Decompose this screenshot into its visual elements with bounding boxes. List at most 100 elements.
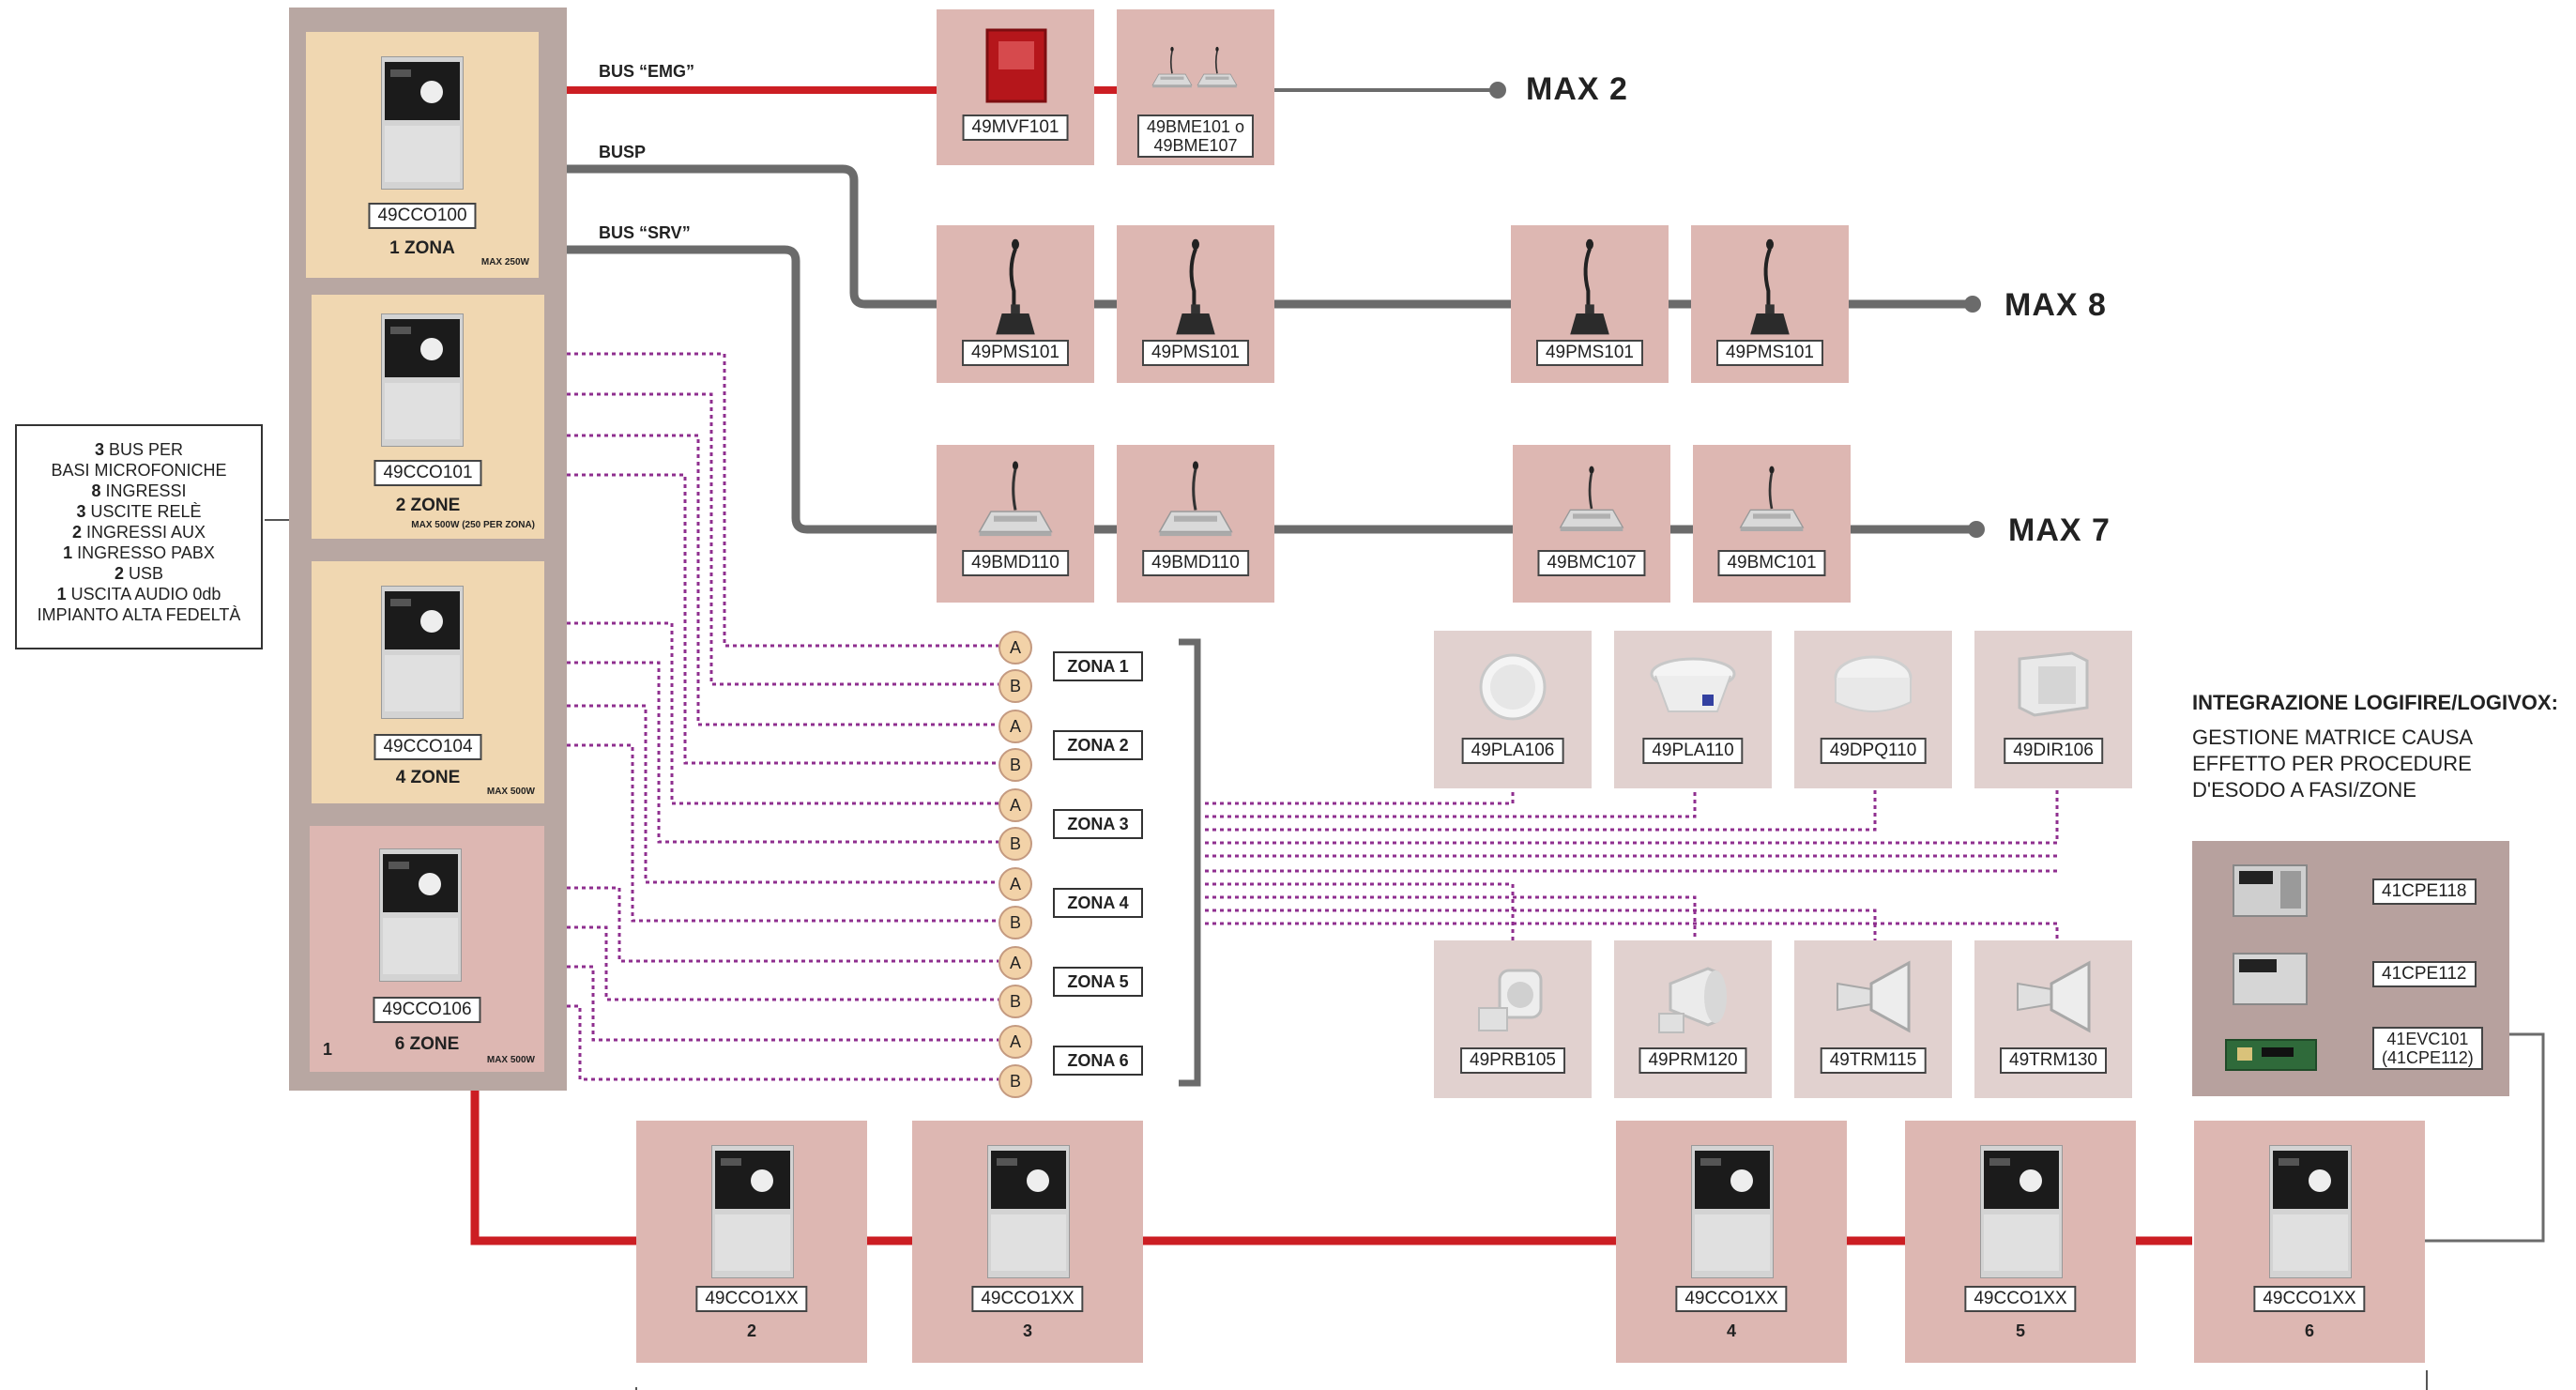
device-code: 49PMS101 — [962, 340, 1069, 366]
terminal-a: A — [998, 631, 1032, 664]
wall-speaker-image — [2016, 651, 2091, 717]
cabinet-image — [711, 1145, 794, 1278]
device-code: 41CPE112 — [2372, 961, 2477, 987]
central-49cco101: 49CCO101 2 ZONE MAX 500W (250 PER ZONA) — [312, 295, 544, 539]
projector-speaker-image — [1471, 952, 1556, 1046]
device-code: 49CCO1XX — [1675, 1286, 1787, 1312]
device-code: 41CPE118 — [2372, 878, 2477, 905]
integration-description: GESTIONE MATRICE CAUSA EFFETTO PER PROCE… — [2192, 725, 2473, 803]
device-code: 49DPQ110 — [1821, 738, 1927, 764]
bus-busp-label: BUSP — [599, 143, 646, 162]
device-code: 49CCO1XX — [695, 1286, 807, 1312]
device-code: 49CCO101 — [373, 460, 481, 486]
horn-speaker-image — [2008, 955, 2098, 1040]
horn-speaker-image — [1828, 955, 1918, 1040]
device-code: 49DIR106 — [2004, 738, 2103, 764]
terminal-a: A — [998, 710, 1032, 743]
terminal-a: A — [998, 867, 1032, 901]
chain-number: 2 — [636, 1321, 867, 1341]
device-49mvf101: 49MVF101 — [937, 9, 1094, 165]
feature-line: 3 BUS PER — [17, 439, 261, 460]
zones-label: 1 ZONA — [306, 238, 539, 259]
device-code: 41EVC101(41CPE112) — [2372, 1027, 2483, 1070]
speaker-49dir106: 49DIR106 — [1974, 631, 2132, 788]
terminal-b: B — [998, 906, 1032, 939]
cabinet-image — [381, 56, 464, 190]
device-code: 49CCO104 — [373, 734, 481, 760]
cabinet-image — [2269, 1145, 2352, 1278]
integration-title: INTEGRAZIONE LOGIFIRE/LOGIVOX: — [2192, 691, 2558, 715]
device-code: 49TRM130 — [2000, 1047, 2107, 1074]
device-49pms101: 49PMS101 — [1511, 225, 1669, 383]
device-code: 49PMS101 — [1142, 340, 1249, 366]
max-emg: MAX 2 — [1526, 71, 1628, 108]
chain-central-6: 49CCO1XX 6 — [2194, 1121, 2425, 1363]
device-code: 49MVF101 — [963, 115, 1069, 141]
speaker-49dpq110: 49DPQ110 — [1794, 631, 1952, 788]
chain-number: 3 — [912, 1321, 1143, 1341]
device-49bmc101: 49BMC101 — [1693, 445, 1851, 603]
cabinet-image — [379, 848, 462, 982]
cabinet-image — [1691, 1145, 1774, 1278]
central-49cco104: 49CCO104 4 ZONE MAX 500W — [312, 561, 544, 803]
microphone-console-image — [1554, 454, 1629, 544]
device-code: 49CCO1XX — [1964, 1286, 2076, 1312]
speaker-49prb105: 49PRB105 — [1434, 940, 1592, 1098]
feature-line: 8 INGRESSI — [17, 481, 261, 501]
feature-line: 2 USB — [17, 563, 261, 584]
chain-number: 4 — [1616, 1321, 1847, 1341]
speaker-49prm120: 49PRM120 — [1614, 940, 1772, 1098]
central-49cco100: 49CCO100 1 ZONA MAX 250W — [306, 32, 539, 278]
microphone-console-image — [972, 454, 1059, 544]
device-code: 49PRM120 — [1639, 1047, 1746, 1074]
features-box: 3 BUS PER BASI MICROFONICHE 8 INGRESSI 3… — [15, 424, 263, 649]
zone-label-3: ZONA 3 — [1053, 809, 1143, 839]
device-49bmc107: 49BMC107 — [1513, 445, 1670, 603]
device-code: 49CCO100 — [368, 203, 476, 229]
speaker-49pla110: 49PLA110 — [1614, 631, 1772, 788]
bus-srv-label: BUS “SRV” — [599, 223, 691, 243]
projector-speaker-image — [1652, 955, 1736, 1046]
feature-line: 1 USCITA AUDIO 0db — [17, 584, 261, 604]
microphone-image — [1164, 238, 1227, 336]
terminal-b: B — [998, 669, 1032, 703]
power-label: MAX 500W — [487, 787, 535, 797]
bus-emg-label: BUS “EMG” — [599, 62, 694, 82]
device-code: 49BMD110 — [962, 550, 1069, 576]
zone-label-1: ZONA 1 — [1053, 651, 1143, 681]
device-49bmd110: 49BMD110 — [937, 445, 1094, 603]
microphone-console-image — [1152, 454, 1239, 544]
device-49pms101: 49PMS101 — [937, 225, 1094, 383]
max-busp: MAX 8 — [2004, 287, 2107, 324]
microphone-console-image — [1734, 454, 1809, 544]
device-49bmd110: 49BMD110 — [1117, 445, 1274, 603]
feature-line: IMPIANTO ALTA FEDELTÀ — [17, 604, 261, 625]
device-49pms101: 49PMS101 — [1117, 225, 1274, 383]
chain-number: 5 — [1905, 1321, 2136, 1341]
power-label: MAX 500W (250 PER ZONA) — [411, 520, 535, 530]
device-code: 49BMC107 — [1537, 550, 1645, 576]
ceiling-speaker-image — [1832, 649, 1914, 725]
central-49cco106: 49CCO106 6 ZONE MAX 500W 1 — [310, 826, 544, 1072]
zone-label-6: ZONA 6 — [1053, 1046, 1143, 1076]
feature-line: 2 INGRESSI AUX — [17, 522, 261, 542]
circuit-board-image — [2224, 1038, 2318, 1072]
ceiling-speaker-image — [1475, 649, 1550, 725]
device-code: 49CCO106 — [373, 997, 480, 1023]
device-code: 49PLA106 — [1462, 738, 1564, 764]
device-code: 49CCO1XX — [2253, 1286, 2365, 1312]
chain-central-2: 49CCO1XX 2 — [636, 1121, 867, 1363]
device-code: 49BMD110 — [1142, 550, 1249, 576]
zone-label-2: ZONA 2 — [1053, 730, 1143, 760]
zones-label: 2 ZONE — [312, 496, 544, 516]
device-code: 49CCO1XX — [971, 1286, 1083, 1312]
cabinet-image — [1980, 1145, 2063, 1278]
device-code: 49TRM115 — [1821, 1047, 1927, 1074]
chain-central-3: 49CCO1XX 3 — [912, 1121, 1143, 1363]
cabinet-image — [381, 313, 464, 447]
zones-label: 4 ZONE — [312, 768, 544, 788]
zones-label: 6 ZONE — [310, 1034, 544, 1055]
device-code: 49PMS101 — [1536, 340, 1643, 366]
cabinet-image — [381, 586, 464, 719]
